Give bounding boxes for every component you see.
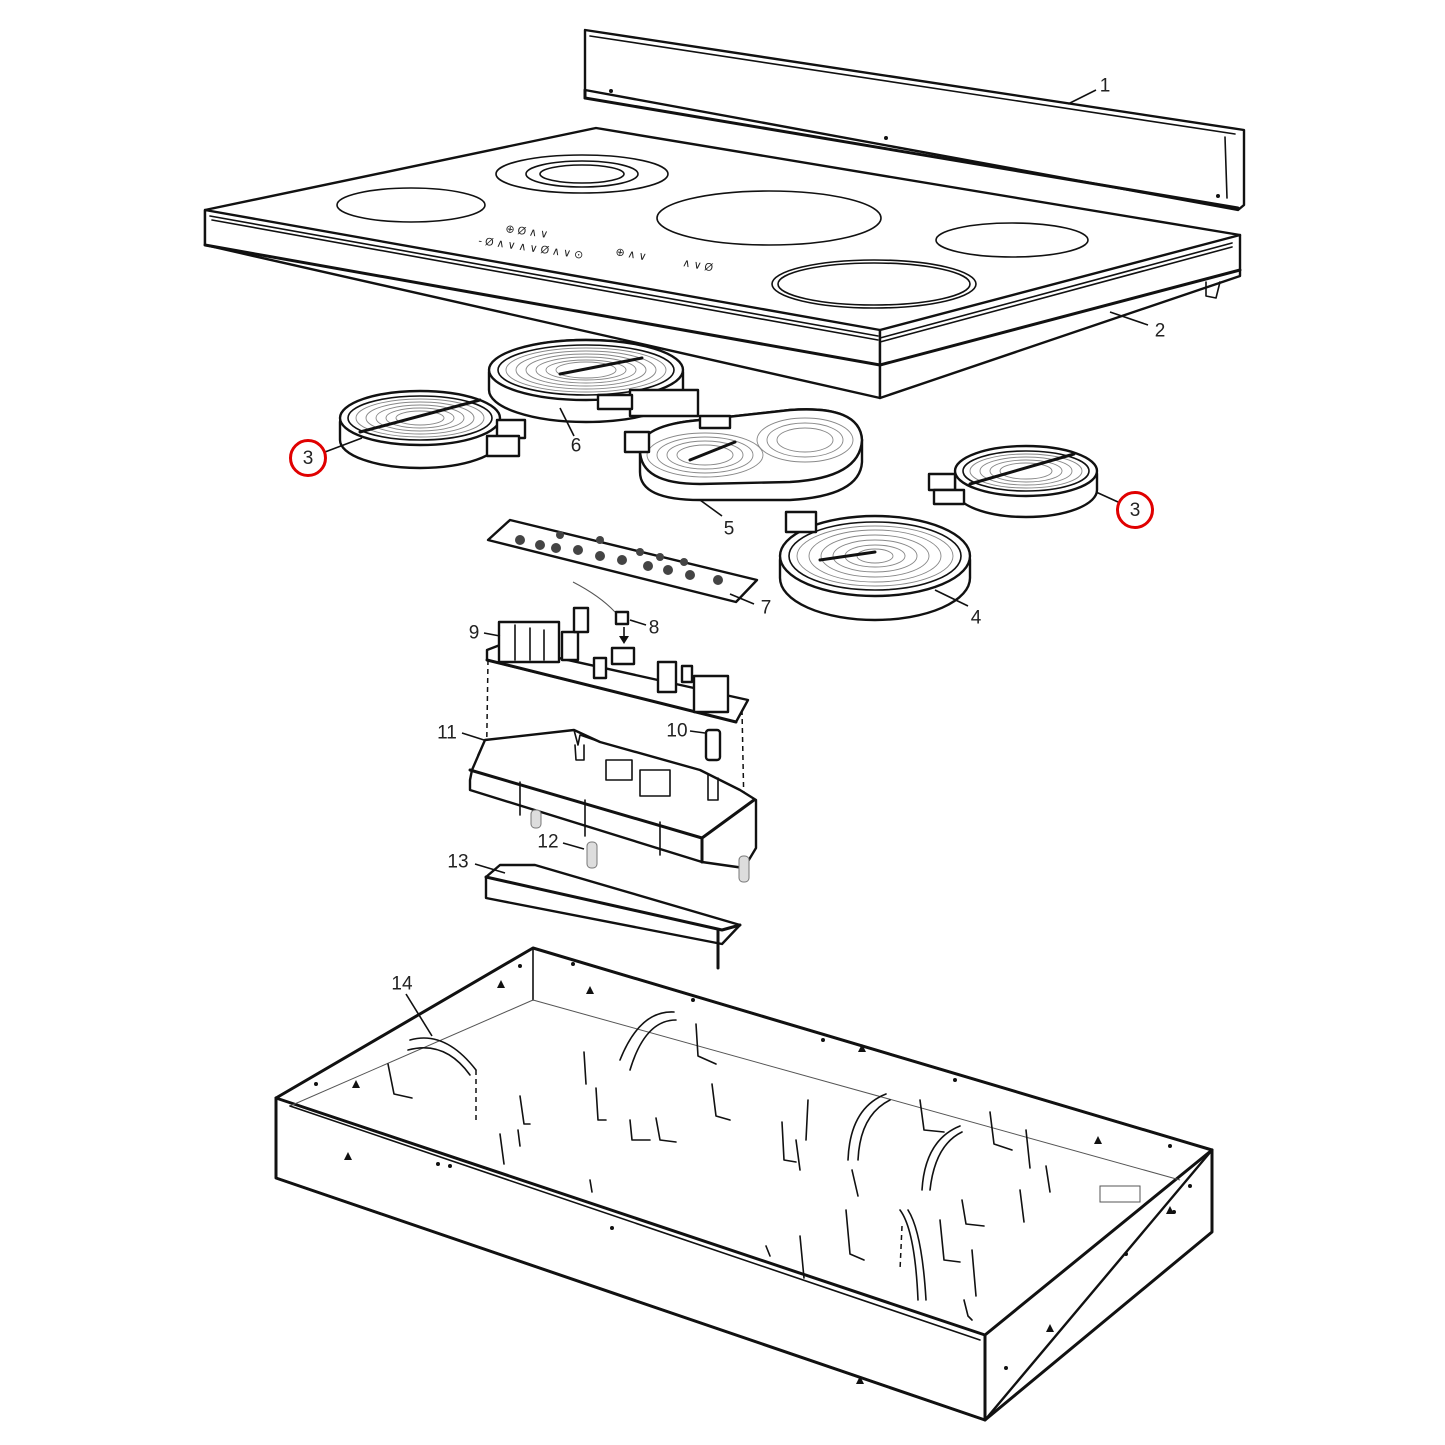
callout-7: 7 bbox=[760, 597, 772, 619]
callout-11: 11 bbox=[437, 722, 457, 744]
callout-13: 13 bbox=[447, 851, 469, 873]
part-large-element bbox=[778, 510, 972, 622]
part-radiant-element-right bbox=[927, 444, 1119, 519]
callout-5: 5 bbox=[723, 518, 735, 540]
callout-10: 10 bbox=[666, 720, 688, 742]
part-fuse bbox=[689, 728, 722, 762]
svg-text:∧ ∨ Ø: ∧ ∨ Ø bbox=[681, 257, 714, 274]
svg-text:⊕ ∧ ∨: ⊕ ∧ ∨ bbox=[614, 246, 647, 263]
part-dual-element bbox=[487, 338, 700, 437]
part-bridge-element bbox=[623, 408, 864, 517]
callout-2: 2 bbox=[1154, 320, 1166, 342]
part-board-housing bbox=[461, 728, 758, 870]
callout-8: 8 bbox=[648, 617, 660, 639]
part-glass-top: - Ø ∧ ∨ ∧ ∨ Ø ∧ ∨ ⊙ ⊕ Ø ∧ ∨ ⊕ ∧ ∨ ∧ ∨ Ø bbox=[203, 126, 1242, 400]
callout-9: 9 bbox=[468, 622, 480, 644]
part-housing-cover bbox=[474, 863, 742, 970]
part-control-board bbox=[486, 518, 759, 613]
svg-text:⊕ Ø ∧ ∨: ⊕ Ø ∧ ∨ bbox=[505, 223, 549, 241]
part-radiant-element-left bbox=[324, 389, 527, 470]
callout-6: 6 bbox=[570, 435, 582, 457]
part-springs bbox=[530, 809, 750, 883]
callout-14: 14 bbox=[391, 973, 413, 995]
callout-12: 12 bbox=[537, 831, 559, 853]
callout-4: 4 bbox=[970, 607, 982, 629]
callout-3-left-highlighted: 3 bbox=[289, 439, 327, 477]
callout-3-right-highlighted: 3 bbox=[1116, 491, 1154, 529]
part-power-board bbox=[483, 606, 750, 724]
part-base-pan bbox=[274, 946, 1214, 1422]
callout-1: 1 bbox=[1099, 75, 1111, 97]
part-backguard-trim bbox=[583, 28, 1246, 212]
